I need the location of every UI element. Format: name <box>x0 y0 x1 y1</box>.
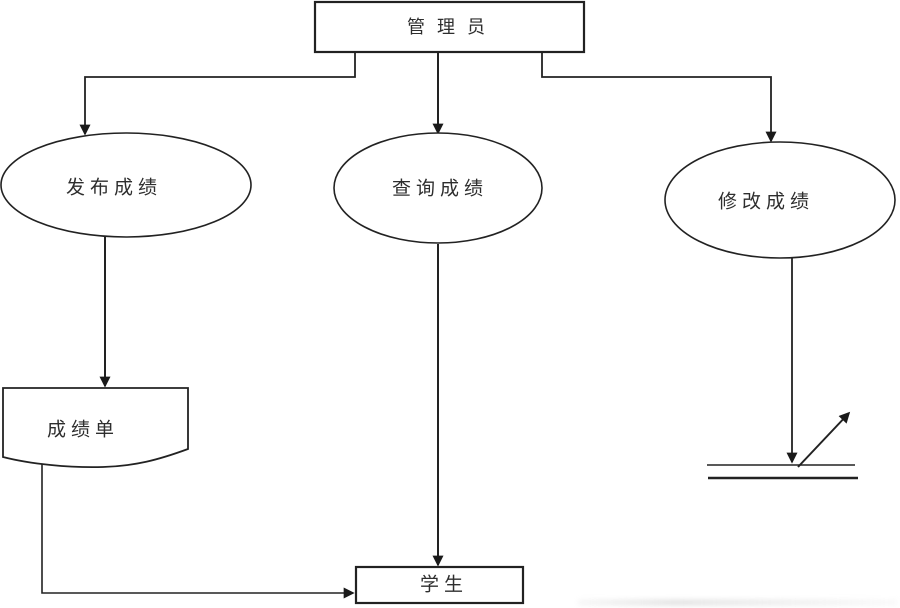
student-label: 学生 <box>419 573 469 596</box>
admin-label: 管理员 <box>407 17 497 38</box>
edge-store-out-arrow <box>797 411 851 468</box>
report-document-shape <box>2 387 189 469</box>
bottom-watermark-smudge <box>578 599 898 606</box>
edge-admin-modify <box>541 52 777 143</box>
edge-admin-publish <box>79 52 356 136</box>
publish-ellipse <box>0 132 252 238</box>
admin-box <box>313 0 586 54</box>
edge-report-student <box>41 464 355 599</box>
student-box <box>354 565 525 605</box>
modify-ellipse <box>664 141 896 259</box>
query-ellipse <box>333 132 543 244</box>
modify-label: 修改成绩 <box>717 190 815 213</box>
report-label: 成绩单 <box>46 418 120 441</box>
query-label: 查询成绩 <box>391 177 489 200</box>
publish-label: 发布成绩 <box>65 176 163 199</box>
